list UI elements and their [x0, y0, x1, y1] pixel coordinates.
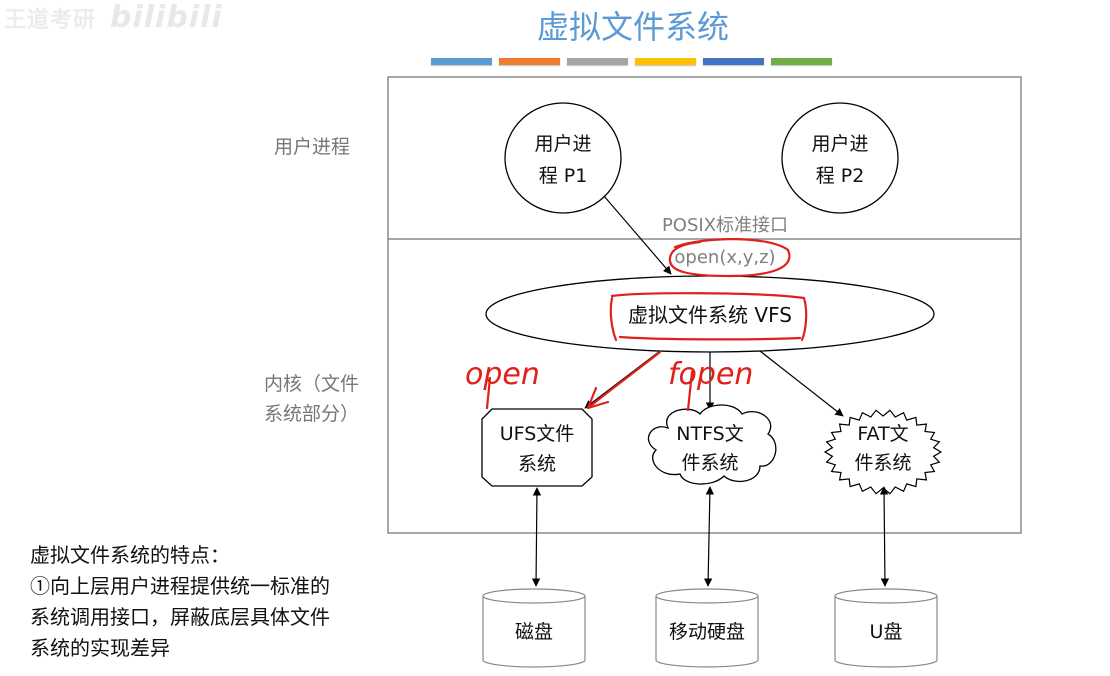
process-p1-label-line1: 用户进	[534, 133, 591, 155]
kernel-layer-label: 内核（文件 系统部分）	[264, 369, 359, 429]
slide-title: 虚拟文件系统	[536, 8, 729, 46]
posix-interface-label: POSIX标准接口	[662, 215, 788, 236]
watermark-brand: bilibili	[110, 0, 223, 35]
process-p2-label-line1: 用户进	[811, 133, 868, 155]
process-p2[interactable]: 用户进 程 P2	[781, 102, 899, 214]
disk-cylinder-top	[482, 588, 586, 604]
usb-drive-cylinder-top	[834, 588, 938, 604]
process-p1[interactable]: 用户进 程 P1	[504, 102, 622, 214]
accent-bar-2	[499, 58, 560, 65]
kernel-layer-label-line2: 系统部分）	[264, 403, 360, 425]
device-usb-drive[interactable]: U盘	[834, 588, 938, 668]
watermark: 王道考研 bilibili	[4, 0, 223, 35]
annotation-open: open	[465, 357, 540, 392]
accent-bar-6	[771, 58, 832, 65]
fat-device-link	[879, 486, 890, 587]
handwritten-annotations	[485, 238, 808, 412]
annotation-fopen: fopen	[668, 357, 753, 392]
fs-fat[interactable]: FAT文 件系统	[823, 409, 943, 495]
open-underline-stroke	[485, 376, 492, 410]
device-disk-label: 磁盘	[515, 621, 553, 643]
kernel-layer-label-line1: 内核（文件	[264, 373, 360, 395]
fs-ntfs[interactable]: NTFS文 件系统	[647, 404, 777, 485]
removable-hdd-cylinder-top	[655, 588, 759, 604]
feature-line-1: ①向上层用户进程提供统一标准的	[30, 574, 330, 598]
process-p2-circle	[781, 102, 899, 214]
feature-line-2: 系统调用接口，屏蔽底层具体文件	[30, 605, 330, 629]
disk-cylinder-body	[482, 596, 586, 668]
ntfs-label-line1: NTFS文	[676, 423, 743, 445]
p1-to-vfs-arrow	[603, 195, 672, 275]
ntfs-device-link	[703, 486, 715, 587]
process-p1-circle	[504, 102, 622, 214]
process-p2-label-line2: 程 P2	[816, 165, 865, 187]
feature-line-3: 系统的实现差异	[30, 636, 170, 660]
vfs-node[interactable]: 虚拟文件系统 VFS	[485, 275, 935, 353]
vfs-label: 虚拟文件系统 VFS	[628, 303, 792, 327]
user-layer-label: 用户进程	[274, 136, 351, 158]
ufs-label-line1: UFS文件	[500, 423, 575, 445]
device-disk[interactable]: 磁盘	[482, 588, 586, 668]
ntfs-label-line2: 件系统	[681, 452, 738, 474]
fat-label-line2: 件系统	[854, 452, 911, 474]
ufs-label-line2: 系统	[518, 453, 556, 475]
device-usb-drive-label: U盘	[870, 621, 903, 643]
accent-bar-1	[431, 58, 492, 65]
red-arrow-to-ufs	[586, 350, 662, 410]
fat-label-line1: FAT文	[857, 423, 908, 445]
fat-starburst	[823, 409, 943, 495]
accent-bar-5	[703, 58, 764, 65]
accent-bar-4	[635, 58, 696, 65]
device-removable-hdd-label: 移动硬盘	[669, 621, 745, 643]
vfs-box-annotation	[609, 292, 808, 342]
fopen-stroke	[686, 370, 694, 412]
removable-hdd-cylinder-body	[655, 596, 759, 668]
device-removable-hdd[interactable]: 移动硬盘	[655, 588, 759, 668]
fs-ufs[interactable]: UFS文件 系统	[481, 408, 593, 487]
ntfs-cloud	[647, 404, 777, 485]
watermark-text: 王道考研	[4, 8, 97, 33]
ufs-disk-link	[531, 487, 542, 587]
feature-description: 虚拟文件系统的特点： ①向上层用户进程提供统一标准的 系统调用接口，屏蔽底层具体…	[30, 540, 330, 664]
open-call-label: open(x,y,z)	[674, 247, 775, 268]
accent-color-bars	[431, 58, 832, 65]
ufs-octagon	[481, 408, 593, 487]
open-call-circle-annotation	[668, 238, 791, 278]
usb-drive-cylinder-body	[834, 596, 938, 668]
process-p1-label-line2: 程 P1	[539, 165, 588, 187]
accent-bar-3	[567, 58, 628, 65]
feature-heading: 虚拟文件系统的特点：	[30, 543, 230, 567]
vfs-to-fat-arrow	[759, 350, 844, 417]
